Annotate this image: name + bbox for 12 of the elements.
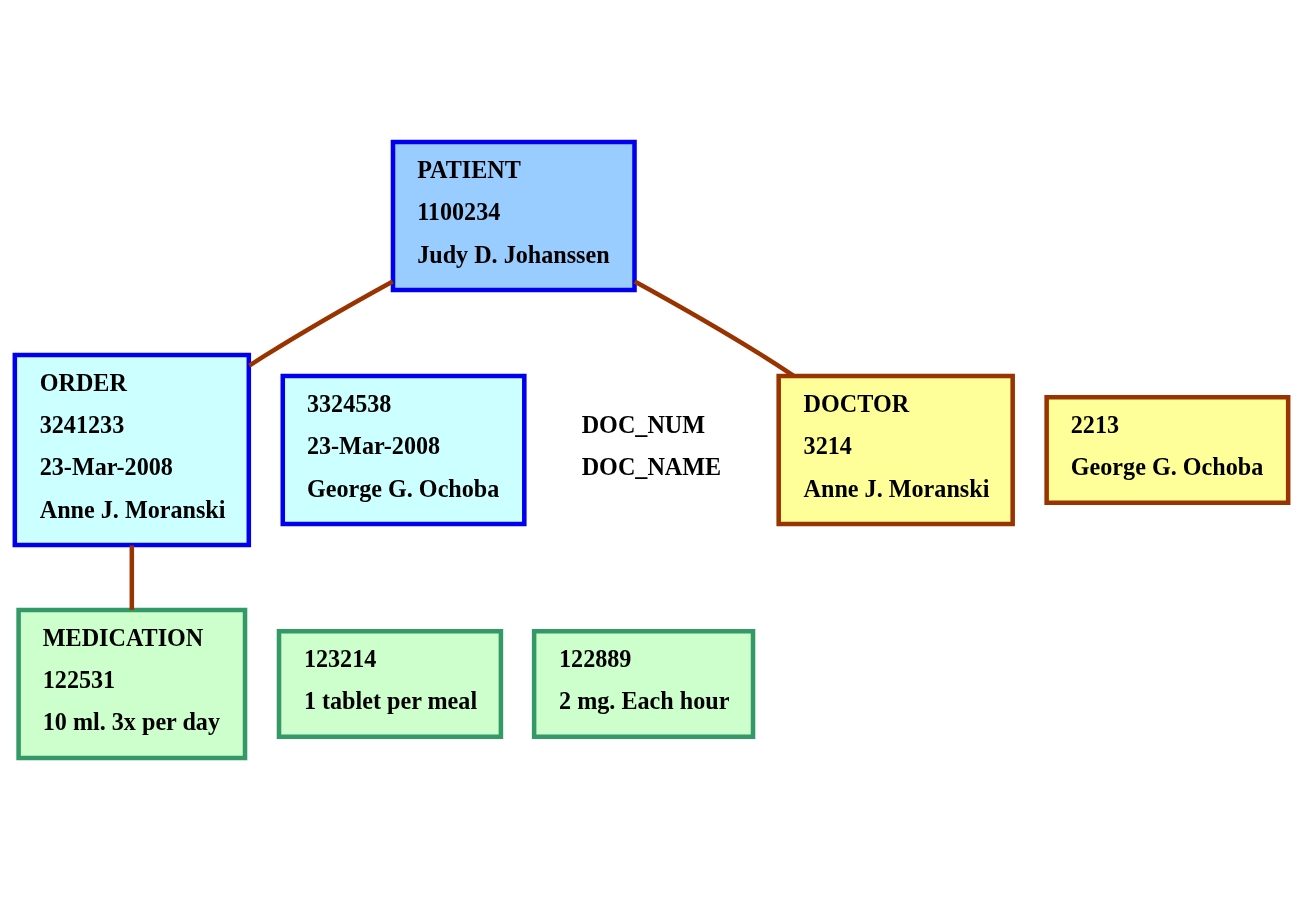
connector	[248, 279, 394, 368]
node-box: 3324538 23-Mar-2008 George G. Ochoba	[280, 373, 527, 527]
node-box: MEDICATION 122531 10 ml. 3x per day	[16, 607, 248, 761]
node-box: 122889 2 mg. Each hour	[531, 628, 756, 740]
node-box: 2213 George G. Ochoba	[1044, 394, 1291, 506]
node-box: ORDER 3241233 23-Mar-2008 Anne J. Moranski	[12, 352, 252, 548]
connector	[129, 545, 135, 610]
label: DOC_NUM	[581, 411, 706, 439]
node-box: 123214 1 tablet per meal	[276, 628, 504, 740]
node-box: DOCTOR 3214 Anne J. Moranski	[776, 373, 1015, 527]
node-box: PATIENT 1100234 Judy D. Johanssen	[390, 139, 637, 293]
label: DOC_NAME	[581, 453, 722, 481]
